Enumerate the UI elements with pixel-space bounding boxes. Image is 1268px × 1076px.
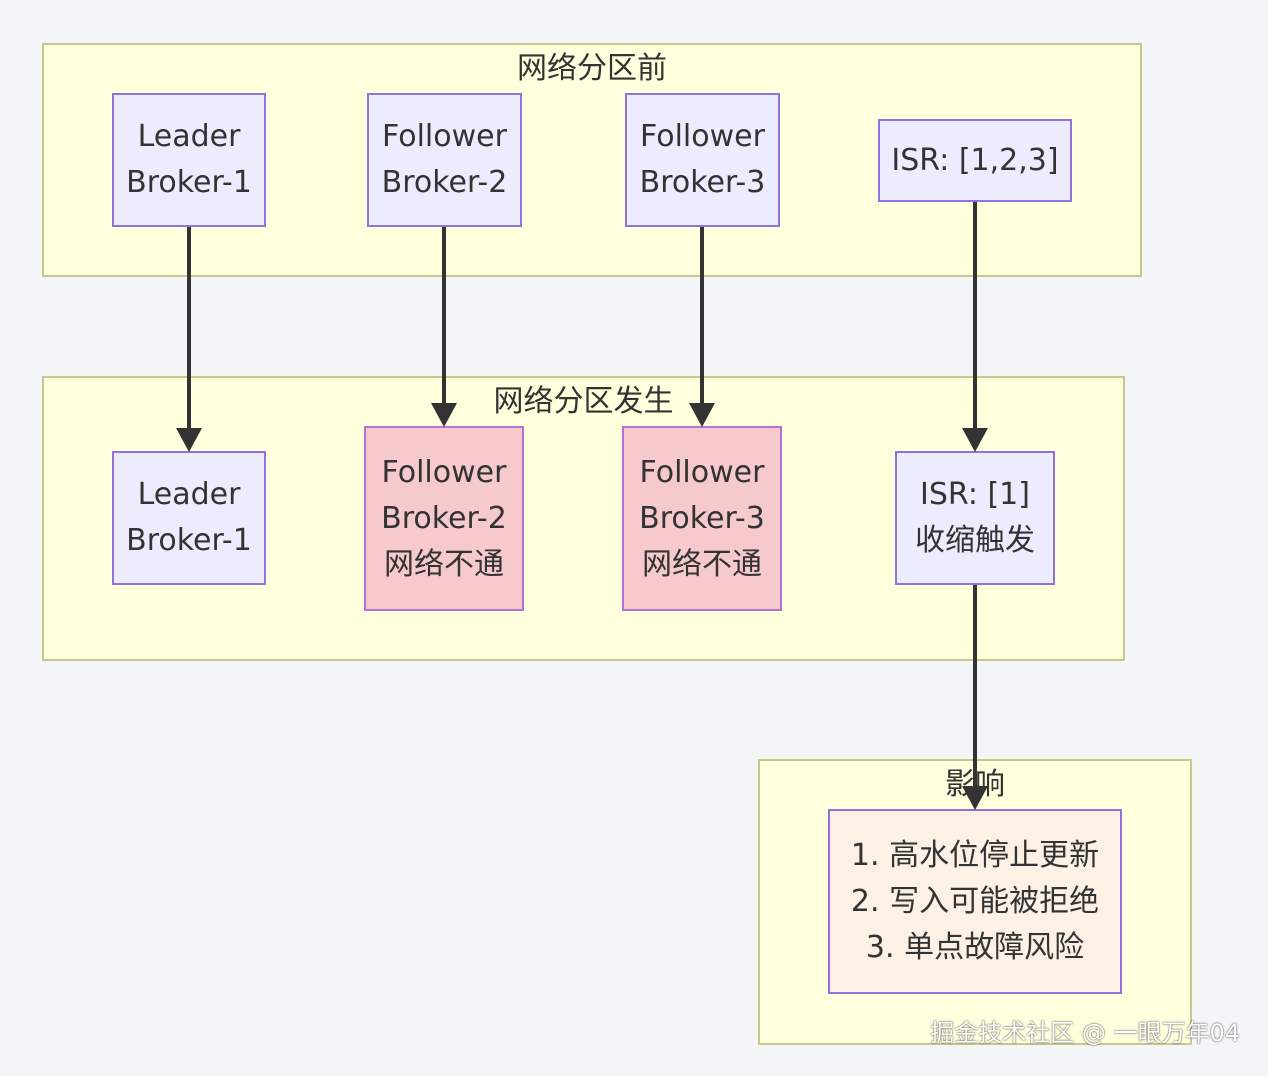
node-line: Broker-3 <box>639 500 765 536</box>
node-line: ISR: [1] <box>920 477 1030 512</box>
node-isr-shrink: ISR: [1] 收缩触发 <box>895 451 1055 585</box>
node-leader-broker-1-before: Leader Broker-1 <box>112 93 266 227</box>
node-follower-broker-3-before: Follower Broker-3 <box>625 93 780 227</box>
node-line: Broker-1 <box>126 523 252 558</box>
node-line: ISR: [1,2,3] <box>891 142 1059 178</box>
node-line: Broker-1 <box>126 165 252 200</box>
node-line: Follower <box>381 454 507 490</box>
cluster-title-during: 网络分区发生 <box>493 384 674 419</box>
node-line: 收缩触发 <box>915 523 1035 558</box>
node-line: Follower <box>639 454 765 490</box>
cluster-title-before: 网络分区前 <box>517 51 667 86</box>
impact-line: 2. 写入可能被拒绝 <box>850 883 1100 919</box>
node-line: Leader <box>137 477 241 512</box>
node-leader-broker-1-during: Leader Broker-1 <box>112 451 266 585</box>
node-line: 网络不通 <box>642 546 762 582</box>
node-line: Broker-3 <box>639 165 766 200</box>
node-follower-broker-2-disconnected: Follower Broker-2 网络不通 <box>364 426 524 611</box>
impact-line: 1. 高水位停止更新 <box>850 837 1100 873</box>
node-line: Leader <box>137 119 241 154</box>
node-line: Follower <box>382 119 507 154</box>
node-impact-list: 1. 高水位停止更新 2. 写入可能被拒绝 3. 单点故障风险 <box>828 809 1122 994</box>
node-isr-before: ISR: [1,2,3] <box>878 119 1072 202</box>
impact-line: 3. 单点故障风险 <box>865 929 1085 965</box>
node-follower-broker-2-before: Follower Broker-2 <box>367 93 522 227</box>
node-line: Broker-2 <box>381 500 507 536</box>
node-line: Broker-2 <box>381 165 508 200</box>
watermark: 掘金技术社区 @ 一眼万年04 <box>930 1019 1240 1047</box>
node-line: Follower <box>640 119 765 154</box>
cluster-title-impact: 影响 <box>945 767 1005 802</box>
node-follower-broker-3-disconnected: Follower Broker-3 网络不通 <box>622 426 782 611</box>
node-line: 网络不通 <box>384 546 504 582</box>
